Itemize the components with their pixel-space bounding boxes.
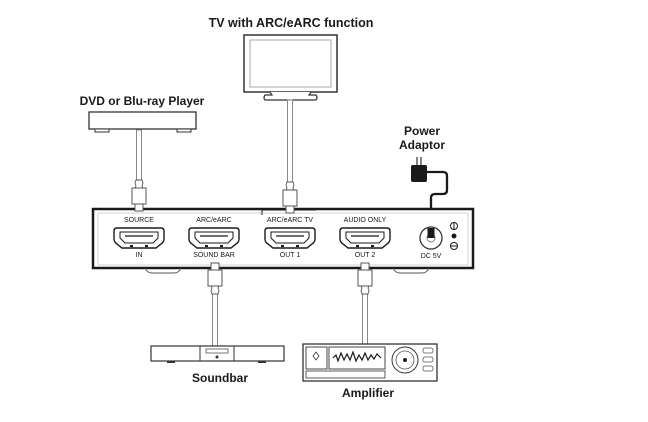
hdmi-port-icon: [113, 227, 165, 249]
switch-foot-left: [144, 267, 182, 274]
port-soundbar-bottom-label: SOUND BAR: [193, 252, 235, 259]
power-adaptor-icon: [411, 157, 449, 238]
port-soundbar[interactable]: ARC/eARC SOUND BAR: [188, 217, 240, 259]
port-in-top-label: SOURCE: [124, 217, 154, 224]
hdmi-port-icon: [264, 227, 316, 249]
port-soundbar-top-label: ARC/eARC: [196, 217, 231, 224]
tv-icon: [243, 34, 338, 101]
power-label-line1: Power: [404, 124, 440, 138]
port-out2-top-label: AUDIO ONLY: [344, 217, 387, 224]
tv-device: TV with ARC/eARC function: [209, 16, 374, 101]
power-label-line2: Adaptor: [399, 138, 445, 152]
amplifier-label: Amplifier: [342, 386, 394, 400]
cable-amplifier: [362, 293, 368, 345]
player-device: DVD or Blu-ray Player: [80, 94, 205, 133]
cable-player: [136, 129, 142, 183]
port-in[interactable]: SOURCE IN: [113, 217, 165, 259]
soundbar-icon: [150, 345, 285, 363]
amplifier-icon: [302, 343, 438, 382]
power-adaptor: Power Adaptor: [399, 124, 449, 238]
polarity-icon: [450, 222, 458, 250]
soundbar-device: Soundbar: [150, 345, 285, 385]
port-out2-bottom-label: OUT 2: [355, 252, 376, 259]
player-label: DVD or Blu-ray Player: [80, 94, 205, 108]
amplifier-device: Amplifier: [302, 343, 438, 400]
port-out2[interactable]: AUDIO ONLY OUT 2: [339, 217, 391, 259]
port-dc5v[interactable]: DC 5V: [419, 222, 458, 261]
port-dc5v-label: DC 5V: [421, 253, 442, 260]
switch-foot-right: [392, 267, 430, 274]
port-in-bottom-label: IN: [136, 252, 143, 259]
tv-label: TV with ARC/eARC function: [209, 16, 374, 30]
port-out1-top-label: ARC/eARC TV: [267, 217, 313, 224]
port-out1-bottom-label: OUT 1: [280, 252, 301, 259]
soundbar-label: Soundbar: [192, 371, 248, 385]
port-out1[interactable]: ARC/eARC TV OUT 1: [264, 217, 316, 259]
hdmi-port-icon: [188, 227, 240, 249]
cable-soundbar: [212, 293, 218, 347]
player-icon: [88, 111, 197, 133]
plug-player: [131, 179, 147, 212]
hdmi-port-icon: [339, 227, 391, 249]
cable-tv: [287, 99, 293, 186]
